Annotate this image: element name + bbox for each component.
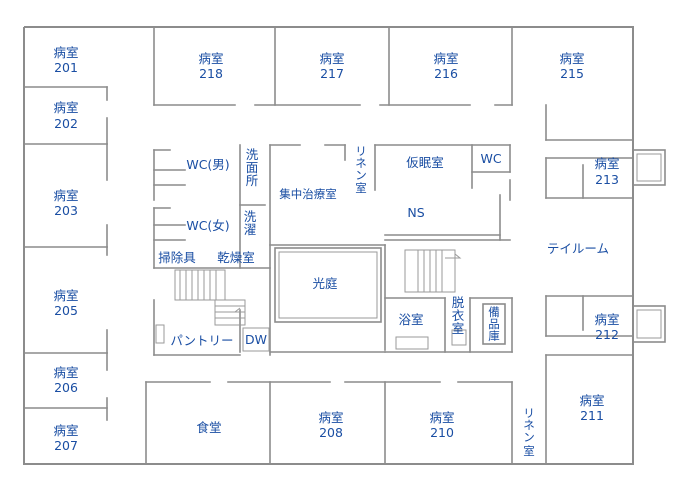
room-number: 201	[54, 60, 78, 75]
storage-label: 備 品 庫	[488, 305, 500, 343]
nurse-station-label: NS	[407, 205, 424, 220]
outer-walls	[23, 26, 634, 465]
svg-text:衣: 衣	[452, 308, 465, 323]
wc-male-label: WC(男)	[186, 157, 229, 172]
room-212: 病室 212	[594, 312, 619, 342]
nap-room-label: 仮眠室	[406, 155, 444, 170]
courtyard-label: 光庭	[312, 276, 338, 291]
changing-room-label: 脱 衣 室	[452, 295, 465, 336]
room-number: 218	[199, 66, 223, 81]
room-number: 207	[54, 438, 78, 453]
courtyard	[274, 247, 382, 323]
storage-box	[451, 303, 506, 346]
wc-female-label: WC(女)	[186, 218, 229, 233]
room-name: 病室	[429, 410, 454, 425]
room-218: 病室 218	[198, 51, 223, 81]
room-name: 病室	[198, 51, 223, 66]
bath-label: 浴室	[398, 312, 423, 327]
drying-room-label: 乾燥室	[217, 250, 255, 265]
svg-text:面: 面	[246, 160, 259, 175]
room-name: 病室	[433, 51, 458, 66]
room-name: 病室	[53, 100, 78, 115]
svg-text:リ: リ	[523, 406, 535, 420]
room-name: 病室	[594, 156, 619, 171]
icu-label: 集中治療室	[279, 187, 337, 201]
room-number: 208	[319, 425, 343, 440]
room-207: 病室 207	[53, 423, 78, 453]
room-number: 211	[580, 408, 604, 423]
laundry-label: 洗 濯	[244, 209, 257, 237]
svg-text:ン: ン	[355, 168, 367, 182]
dw-label: DW	[245, 332, 267, 347]
room-name: 病室	[319, 51, 344, 66]
cleaning-room-label: 掃除具	[158, 250, 196, 265]
svg-text:洗: 洗	[244, 209, 257, 224]
svg-text:室: 室	[452, 321, 465, 336]
room-210: 病室 210	[429, 410, 454, 440]
svg-text:品: 品	[488, 317, 500, 331]
room-name: 病室	[53, 188, 78, 203]
room-number: 217	[320, 66, 344, 81]
room-203: 病室 203	[53, 188, 78, 218]
room-206: 病室 206	[53, 365, 78, 395]
linen-room-top-label: リ ネ ン 室	[355, 144, 367, 195]
room-number: 215	[560, 66, 584, 81]
pantry-label: パントリー	[170, 333, 233, 348]
svg-text:脱: 脱	[452, 295, 465, 310]
svg-text:濯: 濯	[244, 222, 257, 237]
room-number: 216	[434, 66, 458, 81]
washroom-label: 洗 面 所	[246, 147, 259, 188]
room-213: 病室 213	[594, 156, 619, 187]
balconies	[632, 149, 666, 343]
room-name: 病室	[559, 51, 584, 66]
room-201: 病室 201	[53, 45, 78, 75]
room-208: 病室 208	[318, 410, 343, 440]
stairs-left	[155, 269, 246, 344]
room-name: 病室	[53, 45, 78, 60]
staff-wc-label: WC	[480, 151, 501, 166]
room-205: 病室 205	[53, 288, 78, 318]
linen-room-bottom-label: リ ネ ン 室	[523, 406, 535, 458]
dw-box	[242, 327, 270, 352]
room-name: 病室	[53, 365, 78, 380]
room-name: 病室	[53, 423, 78, 438]
room-number: 206	[54, 380, 78, 395]
svg-text:室: 室	[355, 181, 367, 195]
svg-text:室: 室	[523, 444, 535, 458]
room-name: 病室	[594, 312, 619, 327]
room-216: 病室 216	[433, 51, 458, 81]
svg-text:ネ: ネ	[523, 418, 535, 432]
room-number: 213	[595, 172, 619, 187]
interior-walls	[23, 26, 634, 465]
tea-room-label: テイルーム	[547, 241, 609, 256]
svg-text:リ: リ	[355, 144, 367, 158]
svg-text:ネ: ネ	[355, 156, 367, 170]
room-number: 212	[595, 327, 619, 342]
room-number: 202	[54, 116, 78, 131]
svg-text:洗: 洗	[246, 147, 259, 162]
svg-text:所: 所	[246, 173, 259, 188]
svg-text:備: 備	[488, 305, 500, 319]
svg-text:ン: ン	[523, 430, 535, 444]
room-215: 病室 215	[559, 51, 584, 81]
room-number: 205	[54, 303, 78, 318]
svg-text:庫: 庫	[488, 329, 500, 343]
stairs-right	[395, 249, 462, 350]
room-number: 203	[54, 203, 78, 218]
room-number: 210	[430, 425, 454, 440]
room-217: 病室 217	[319, 51, 344, 81]
room-202: 病室 202	[53, 100, 78, 131]
room-211: 病室 211	[579, 393, 604, 423]
room-name: 病室	[318, 410, 343, 425]
room-name: 病室	[579, 393, 604, 408]
dining-label: 食堂	[196, 420, 221, 435]
room-name: 病室	[53, 288, 78, 303]
